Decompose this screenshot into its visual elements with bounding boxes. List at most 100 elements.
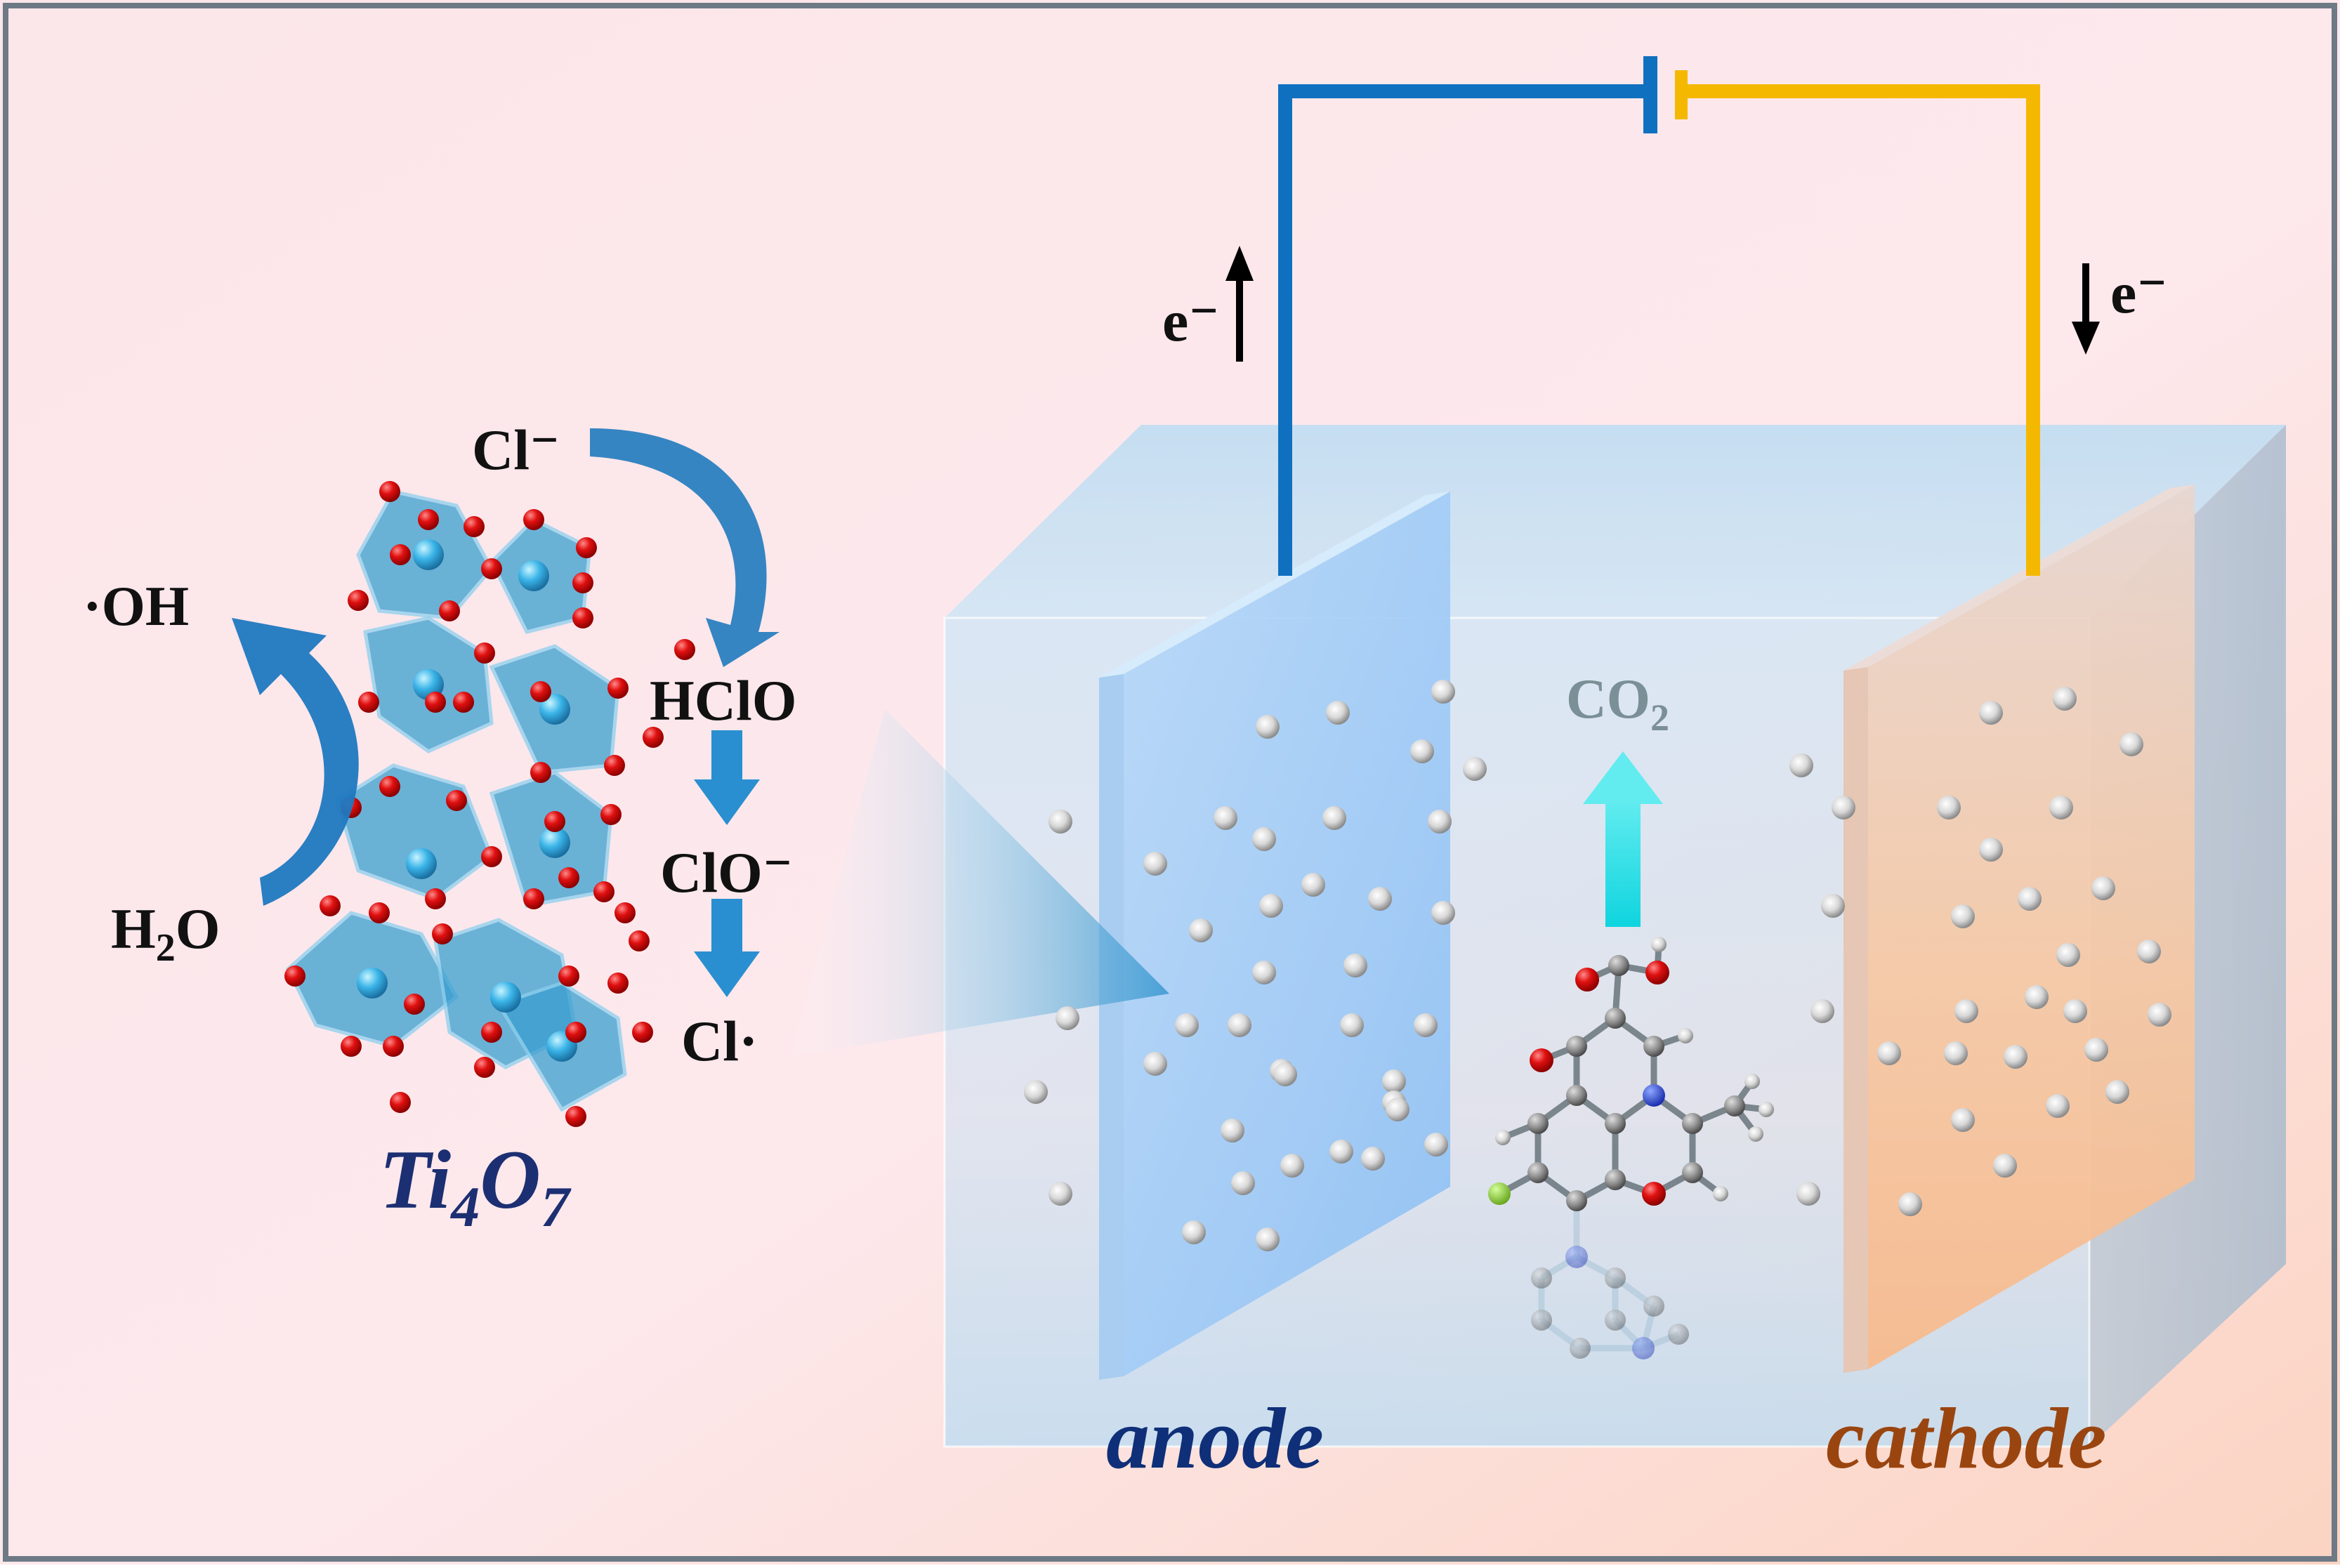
oxygen-atom — [379, 481, 400, 502]
oxygen-atom — [481, 846, 502, 867]
gas-bubble — [1796, 1182, 1820, 1206]
gas-bubble — [1361, 1147, 1385, 1171]
molecule-atom — [1566, 1190, 1587, 1211]
gas-bubble — [1414, 1013, 1438, 1037]
hypochlorite-label: ClO⁻ — [660, 841, 793, 904]
molecule-atom — [1678, 1028, 1693, 1043]
molecule-atom — [1608, 955, 1629, 976]
oxygen-atom — [425, 888, 446, 909]
oxygen-atom — [572, 572, 593, 593]
oxygen-atom — [481, 1022, 502, 1043]
electron-label-right: e⁻ — [2110, 261, 2168, 326]
molecule-atom — [1643, 1296, 1664, 1317]
oxygen-atom — [593, 881, 614, 902]
molecule-atom — [1682, 1113, 1703, 1134]
gas-bubble — [1937, 796, 1961, 819]
anode-label: anode — [1106, 1390, 1324, 1487]
gas-bubble — [1273, 1062, 1297, 1086]
gas-bubble — [1340, 1013, 1364, 1037]
gas-bubble — [1182, 1220, 1206, 1244]
gas-bubble — [1175, 1013, 1199, 1037]
molecule-atom — [1570, 1338, 1591, 1359]
gas-bubble — [1368, 887, 1392, 911]
oxygen-atom — [565, 1022, 586, 1043]
gas-bubble — [1951, 904, 1975, 928]
molecule-atom — [1531, 1310, 1552, 1331]
gas-bubble — [2053, 687, 2077, 711]
gas-bubble — [1944, 1041, 1968, 1065]
gas-bubble — [1382, 1069, 1406, 1093]
titanium-atom — [490, 982, 521, 1013]
gas-bubble — [1329, 1140, 1353, 1164]
molecule-atom — [1495, 1130, 1511, 1145]
oxygen-atom — [530, 681, 551, 702]
titanium-atom — [357, 968, 388, 999]
gas-bubble — [2137, 940, 2161, 963]
oxygen-atom — [432, 923, 453, 944]
gas-bubble — [2004, 1045, 2027, 1069]
oxygen-atom — [464, 516, 485, 537]
oxygen-atom — [425, 692, 446, 713]
titanium-atom — [518, 560, 549, 591]
molecule-atom — [1668, 1324, 1689, 1345]
titanium-atom — [406, 848, 437, 879]
hydroxyl-radical-label: ·OH — [83, 576, 189, 638]
oxygen-atom — [284, 966, 305, 987]
gas-bubble — [2148, 1003, 2171, 1027]
gas-bubble — [2084, 1038, 2108, 1062]
molecule-atom — [1651, 937, 1667, 952]
gas-bubble — [1810, 999, 1834, 1023]
oxygen-atom — [474, 643, 495, 664]
oxygen-atom — [379, 776, 400, 797]
molecule-atom — [1643, 1036, 1664, 1057]
oxygen-atom — [341, 1036, 362, 1057]
molecule-atom — [1565, 1246, 1588, 1268]
oxygen-atom — [523, 509, 544, 530]
gas-bubble — [1259, 894, 1283, 918]
gas-bubble — [1898, 1192, 1922, 1216]
oxygen-atom — [558, 867, 579, 888]
molecule-atom — [1605, 1113, 1626, 1134]
gas-bubble — [1326, 701, 1350, 725]
oxygen-atom — [404, 994, 425, 1015]
gas-bubble — [1214, 806, 1237, 830]
gas-bubble — [1256, 1227, 1280, 1251]
molecule-atom — [1527, 1113, 1549, 1134]
oxygen-atom — [369, 902, 390, 923]
molecule-atom — [1605, 1169, 1626, 1190]
molecule-atom — [1527, 1162, 1549, 1183]
oxygen-atom — [572, 607, 593, 628]
gas-bubble — [2056, 943, 2080, 967]
molecule-atom — [1748, 1126, 1763, 1142]
gas-bubble — [2025, 985, 2049, 1009]
gas-bubble — [2119, 732, 2143, 756]
oxygen-atom — [576, 537, 597, 558]
oxygen-atom — [558, 966, 579, 987]
molecule-atom — [1566, 1036, 1587, 1057]
oxygen-atom — [565, 1106, 586, 1127]
gas-bubble — [2049, 796, 2073, 819]
gas-bubble — [1228, 1013, 1251, 1037]
molecule-atom — [1575, 968, 1599, 991]
molecule-atom — [1605, 1310, 1626, 1331]
gas-bubble — [1280, 1154, 1304, 1178]
gas-bubble — [1428, 810, 1452, 834]
cathode-label: cathode — [1826, 1390, 2107, 1487]
gas-bubble — [1231, 1171, 1255, 1195]
oxygen-atom — [674, 639, 695, 660]
oxygen-atom — [418, 509, 439, 530]
molecule-atom — [1632, 1337, 1655, 1359]
gas-bubble — [1993, 1154, 2017, 1178]
gas-bubble — [1256, 715, 1280, 739]
molecule-atom — [1642, 1182, 1666, 1206]
electron-label-left: e⁻ — [1162, 289, 1220, 354]
molecule-atom — [1605, 1267, 1626, 1289]
oxygen-atom — [383, 1036, 404, 1057]
gas-bubble — [1301, 873, 1325, 897]
molecule-atom — [1530, 1048, 1553, 1072]
oxygen-atom — [390, 544, 411, 565]
gas-bubble — [1424, 1133, 1448, 1157]
molecule-atom — [1724, 1095, 1745, 1116]
gas-bubble — [1410, 739, 1434, 763]
